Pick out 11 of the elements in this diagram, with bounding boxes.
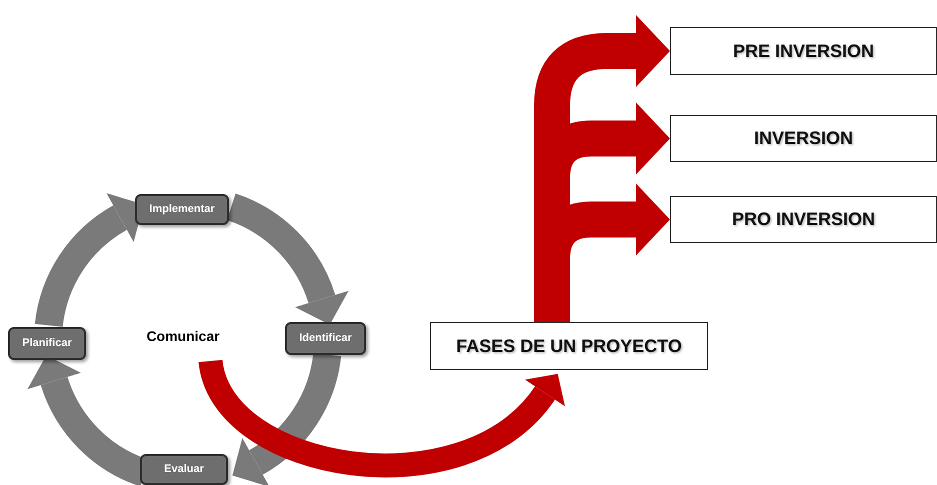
center-label: Comunicar — [128, 325, 238, 347]
phase-box: FASES DE UN PROYECTO — [430, 322, 708, 370]
phase-box: PRE INVERSION — [670, 27, 937, 75]
step-box: Planificar — [8, 327, 86, 360]
phase-box: PRO INVERSION — [670, 196, 937, 243]
phase-box: INVERSION — [670, 115, 937, 162]
arrow — [233, 352, 342, 485]
step-box: Implementar — [135, 194, 229, 225]
step-box: Identificar — [285, 322, 366, 355]
arrow — [198, 358, 564, 478]
step-box: Evaluar — [140, 454, 228, 485]
